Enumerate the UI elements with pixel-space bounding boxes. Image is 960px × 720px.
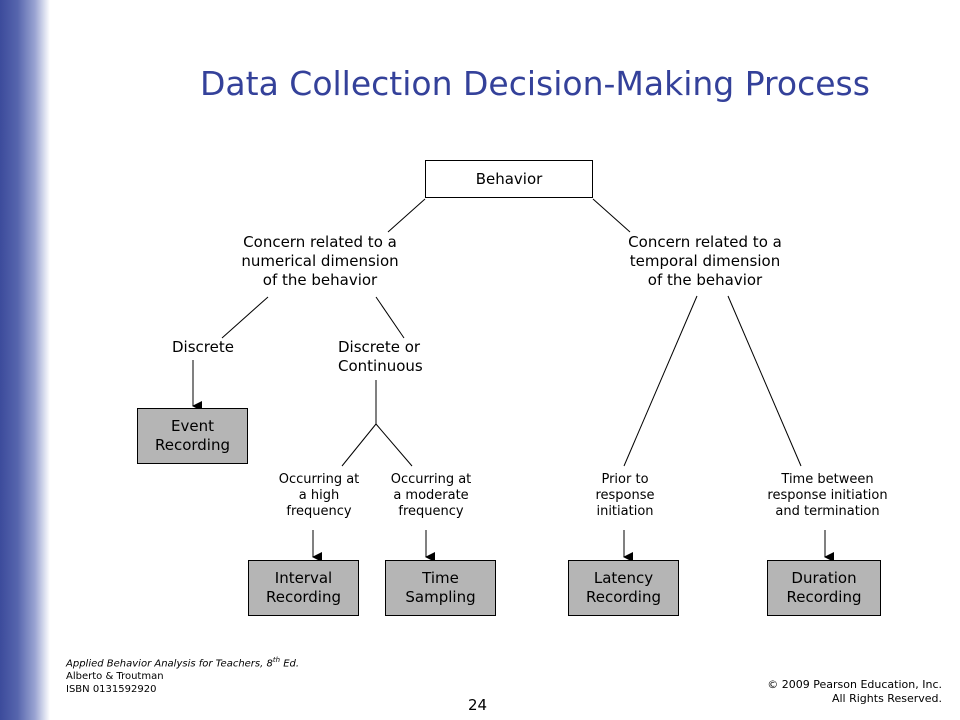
footer-isbn: ISBN 0131592920 xyxy=(66,684,157,696)
discrete-label: Discrete xyxy=(172,338,234,356)
page-number: 24 xyxy=(468,696,488,714)
line-temporal-to-time-between xyxy=(727,295,802,467)
line-behavior-to-temporal xyxy=(592,198,631,233)
footer-rights-line: All Rights Reserved. xyxy=(831,692,942,705)
sidebar-gradient xyxy=(0,0,50,720)
time-sampling-box: Time Sampling xyxy=(385,560,496,616)
line-behavior-to-numerical xyxy=(387,198,426,233)
interval-recording-box: Interval Recording xyxy=(248,560,359,616)
duration-recording-box: Duration Recording xyxy=(767,560,881,616)
moderate-frequency-label: Occurring at a moderate frequency xyxy=(390,472,472,519)
latency-recording-box: Latency Recording xyxy=(568,560,679,616)
footer-edition-sup: th xyxy=(272,656,281,664)
behavior-box: Behavior xyxy=(425,160,593,198)
footer-copyright: © 2009 Pearson Education, Inc. All Right… xyxy=(767,678,942,706)
time-between-label: Time between response initiation and ter… xyxy=(767,472,888,519)
prior-to-initiation-label: Prior to response initiation xyxy=(595,472,655,519)
high-frequency-label: Occurring at a high frequency xyxy=(278,472,360,519)
line-stem-to-high xyxy=(341,423,377,467)
interval-recording-label: Interval Recording xyxy=(265,569,342,606)
page-title: Data Collection Decision-Making Process xyxy=(200,64,870,103)
event-recording-box: Event Recording xyxy=(137,408,248,464)
line-stem-to-moderate xyxy=(375,423,413,467)
event-recording-label: Event Recording xyxy=(154,417,231,454)
numerical-concern-label: Concern related to a numerical dimension… xyxy=(241,233,399,289)
latency-recording-label: Latency Recording xyxy=(585,569,662,606)
line-numerical-to-discrete-continuous xyxy=(375,296,405,339)
line-temporal-to-prior xyxy=(623,295,698,467)
footer-book-title: Applied Behavior Analysis for Teachers, … xyxy=(66,656,300,670)
footer-authors: Alberto & Troutman xyxy=(66,671,164,683)
line-numerical-to-discrete xyxy=(221,296,269,339)
footer-citation: Applied Behavior Analysis for Teachers, … xyxy=(66,654,299,696)
behavior-label: Behavior xyxy=(475,169,543,188)
discrete-or-continuous-label: Discrete or Continuous xyxy=(338,338,423,375)
footer-copyright-line: © 2009 Pearson Education, Inc. xyxy=(767,678,942,691)
duration-recording-label: Duration Recording xyxy=(786,569,862,606)
temporal-concern-label: Concern related to a temporal dimension … xyxy=(628,233,782,289)
time-sampling-label: Time Sampling xyxy=(405,569,476,606)
